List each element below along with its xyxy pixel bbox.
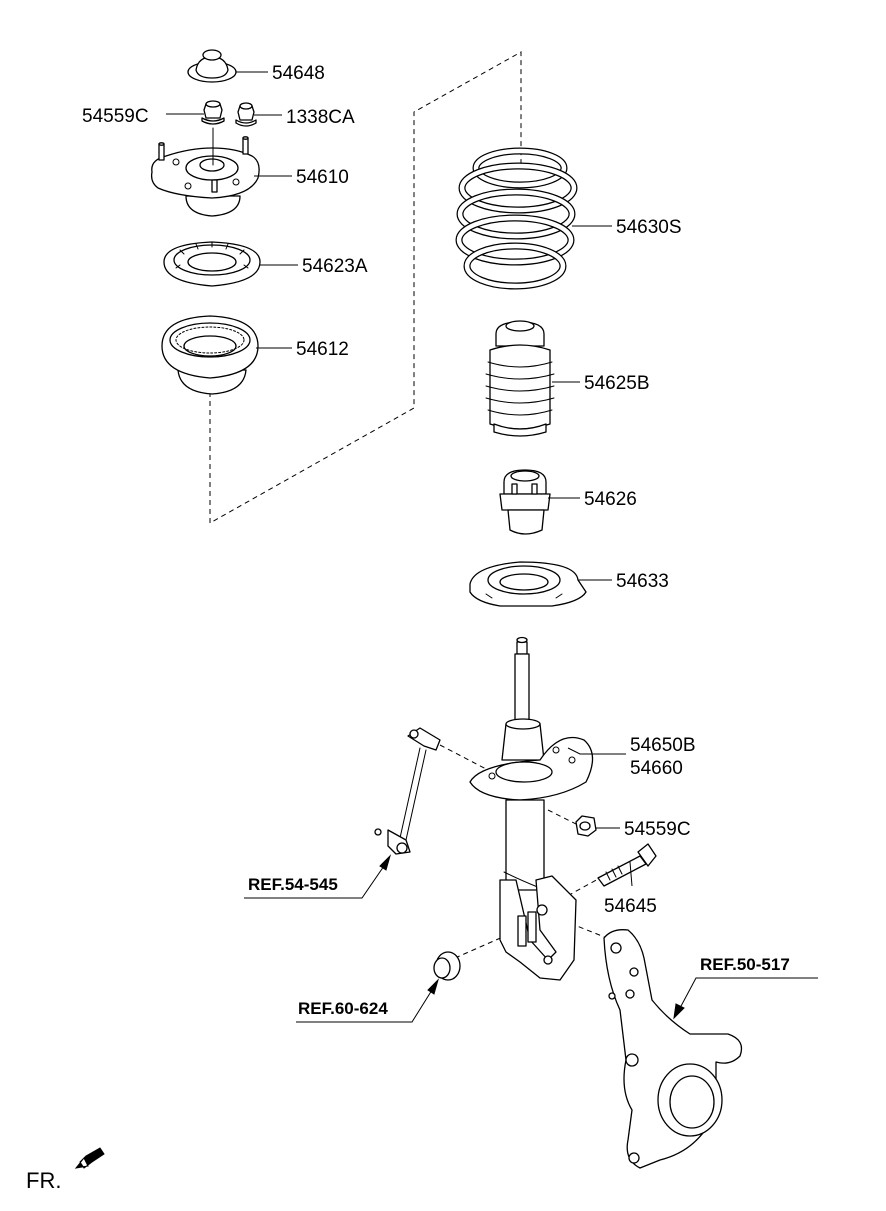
label-flange-nut-lower: 54559C <box>624 819 691 840</box>
label-mount-insulator: 54623A <box>302 256 368 277</box>
ref-pointer-stabilizer-link <box>244 854 392 899</box>
label-flange-nut-side: 1338CA <box>286 107 355 128</box>
label-strut-assembly-a: 54650B <box>630 735 696 756</box>
label-ref-stabilizer-link: REF.54-545 <box>248 875 338 894</box>
assembly-dashed-line-nut <box>547 809 579 826</box>
wheel-bearing-ref-part <box>433 951 461 981</box>
label-strut-assembly-b: 54660 <box>630 758 683 779</box>
label-strut-bearing: 54612 <box>296 339 349 360</box>
label-strut-bolt: 54645 <box>604 896 657 917</box>
bump-stopper-part <box>499 469 551 535</box>
label-spring-pad: 54633 <box>616 571 669 592</box>
flange-nut-side-part <box>235 102 257 127</box>
assembly-dashed-line-bushing <box>454 924 531 959</box>
assembly-dashed-line-bolt <box>559 877 601 901</box>
label-dust-cover: 54625B <box>584 373 650 394</box>
front-arrow-icon <box>74 1147 105 1169</box>
steering-knuckle-ref-part <box>603 929 743 1169</box>
label-bump-stopper: 54626 <box>584 489 637 510</box>
ref-pointer-wheel-bearing <box>296 978 440 1023</box>
label-front-indicator: FR. <box>26 1168 61 1193</box>
flange-nut-top-part <box>201 100 225 125</box>
label-flange-nut-top: 54559C <box>82 106 149 127</box>
label-coil-spring: 54630S <box>616 217 682 238</box>
flange-nut-lower-part <box>575 815 597 837</box>
label-ref-steering-knuckle: REF.50-517 <box>700 955 790 974</box>
label-strut-mount: 54610 <box>296 167 349 188</box>
label-ref-wheel-bearing: REF.60-624 <box>298 999 388 1018</box>
ref-pointer-steering-knuckle <box>673 977 818 1020</box>
strut-bearing-part <box>161 315 259 395</box>
assembly-dashed-line-left <box>209 51 522 524</box>
coil-spring-part <box>455 147 578 290</box>
label-top-cap: 54648 <box>272 63 325 84</box>
strut-assembly-part <box>469 636 594 981</box>
dust-cover-part <box>485 320 555 437</box>
mount-insulator-part <box>163 241 261 287</box>
strut-bolt-part <box>597 843 657 887</box>
leader-strut-assembly <box>567 747 626 755</box>
top-cap-part <box>187 49 237 83</box>
spring-pad-part <box>469 561 587 607</box>
assembly-dashed-line-link <box>439 744 489 771</box>
stabilizer-link-part <box>374 727 441 855</box>
strut-mount-part <box>150 127 260 217</box>
leader-strut-bolt <box>629 861 633 887</box>
